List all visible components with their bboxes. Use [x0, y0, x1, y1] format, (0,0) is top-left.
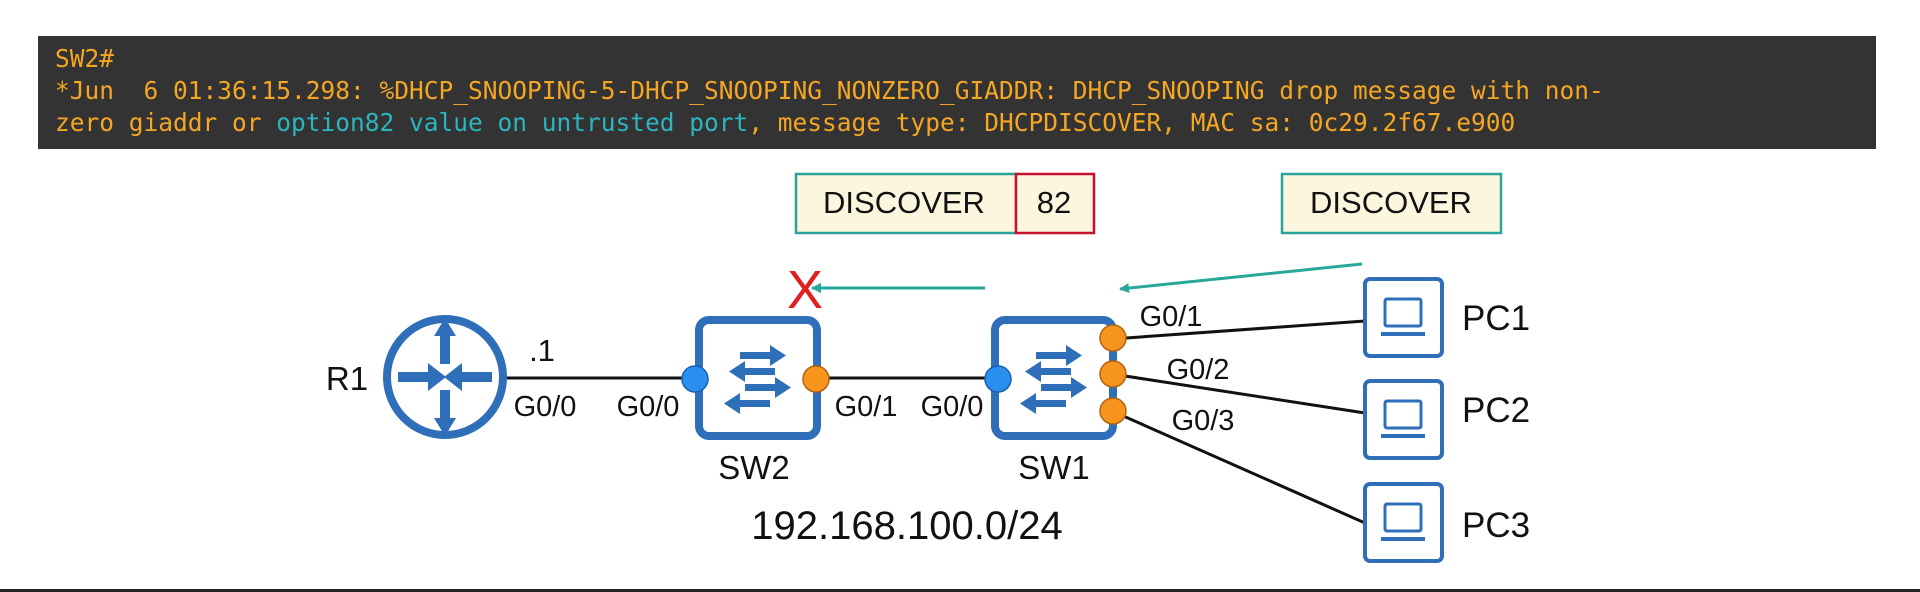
router-icon[interactable] [383, 315, 507, 439]
bottom-divider [0, 589, 1920, 592]
link-sw1-pc2 [1111, 372, 1366, 415]
link-sw1-pc3 [1111, 409, 1366, 525]
discover-message-box-right [1280, 172, 1503, 235]
sw1-g0-1-label: G0/1 [1140, 301, 1203, 333]
pc-icon-pc2[interactable] [1363, 379, 1444, 460]
terminal-log-line-2-end: , message type: DHCPDISCOVER, MAC sa: 0c… [748, 108, 1516, 137]
discover-label-right: DISCOVER [1310, 185, 1472, 220]
sw1-g0-3-label: G0/3 [1172, 405, 1235, 437]
terminal-log-line-2-start: zero giaddr or [55, 108, 277, 137]
sw1-label: SW1 [1018, 449, 1090, 486]
sw1-g0-1-untrusted-port[interactable] [1099, 324, 1127, 352]
arrow-pc1-to-sw1 [1119, 262, 1363, 294]
pc3-label: PC3 [1462, 506, 1530, 545]
sw2-right-port-label: G0/1 [835, 391, 898, 423]
terminal-output: SW2# *Jun 6 01:36:15.298: %DHCP_SNOOPING… [38, 36, 1876, 149]
terminal-log-highlight: option82 value on untrusted port [276, 108, 749, 137]
pc-icon-pc1[interactable] [1363, 277, 1444, 358]
subnet-label: 192.168.100.0/24 [751, 504, 1062, 548]
option82-label: 82 [1037, 185, 1071, 220]
sw2-g0-0-trusted-port[interactable] [681, 365, 709, 393]
sw1-g0-0-trusted-port[interactable] [984, 365, 1012, 393]
sw1-left-port-label: G0/0 [921, 391, 984, 423]
sw2-left-port-label: G0/0 [617, 391, 680, 423]
sw1-g0-2-label: G0/2 [1167, 354, 1230, 386]
switch-icon-sw1[interactable] [991, 316, 1117, 440]
terminal-log-line-1: *Jun 6 01:36:15.298: %DHCP_SNOOPING-5-DH… [55, 76, 1604, 105]
pc2-label: PC2 [1462, 391, 1530, 430]
router-label: R1 [326, 360, 368, 397]
sw1-g0-2-untrusted-port[interactable] [1099, 360, 1127, 388]
sw2-g0-1-untrusted-port[interactable] [802, 365, 830, 393]
discover-message-box-left [794, 172, 1018, 235]
r1-port-label: G0/0 [514, 391, 577, 423]
discover-label-left: DISCOVER [823, 185, 985, 220]
r1-ip-label: .1 [529, 333, 555, 368]
pc-icon-pc3[interactable] [1363, 482, 1444, 563]
option82-box [1014, 172, 1096, 235]
switch-icon-sw2[interactable] [695, 316, 821, 440]
link-sw1-pc1 [1111, 319, 1366, 341]
terminal-prompt: SW2# [55, 44, 115, 73]
drop-x-mark: X [787, 260, 823, 320]
sw1-g0-3-untrusted-port[interactable] [1099, 397, 1127, 425]
sw2-label: SW2 [718, 449, 790, 486]
pc1-label: PC1 [1462, 299, 1530, 338]
